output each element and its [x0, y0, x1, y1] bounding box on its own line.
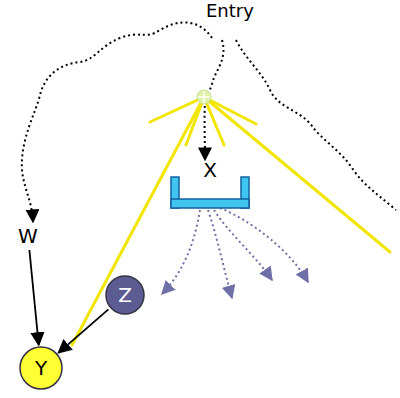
outflow-arrows [162, 208, 308, 298]
entry-path [22, 22, 212, 222]
light-rays [72, 97, 390, 345]
node-label: Z [118, 284, 132, 306]
node-label: W [18, 225, 38, 247]
dependency-arrow [29, 250, 38, 345]
dependency-arrow [58, 309, 108, 352]
entry-label: Entry [206, 1, 254, 21]
light-source [197, 90, 211, 104]
variable-circle: Y [19, 346, 63, 390]
node-label: Y [35, 357, 47, 379]
variable-circle: Z [105, 275, 145, 315]
entry-path [205, 40, 223, 97]
entry-path [204, 101, 206, 160]
variable-node: W [16, 224, 40, 248]
container-box: X [170, 157, 250, 209]
node-label: X [203, 159, 217, 181]
entry-path [236, 40, 396, 210]
